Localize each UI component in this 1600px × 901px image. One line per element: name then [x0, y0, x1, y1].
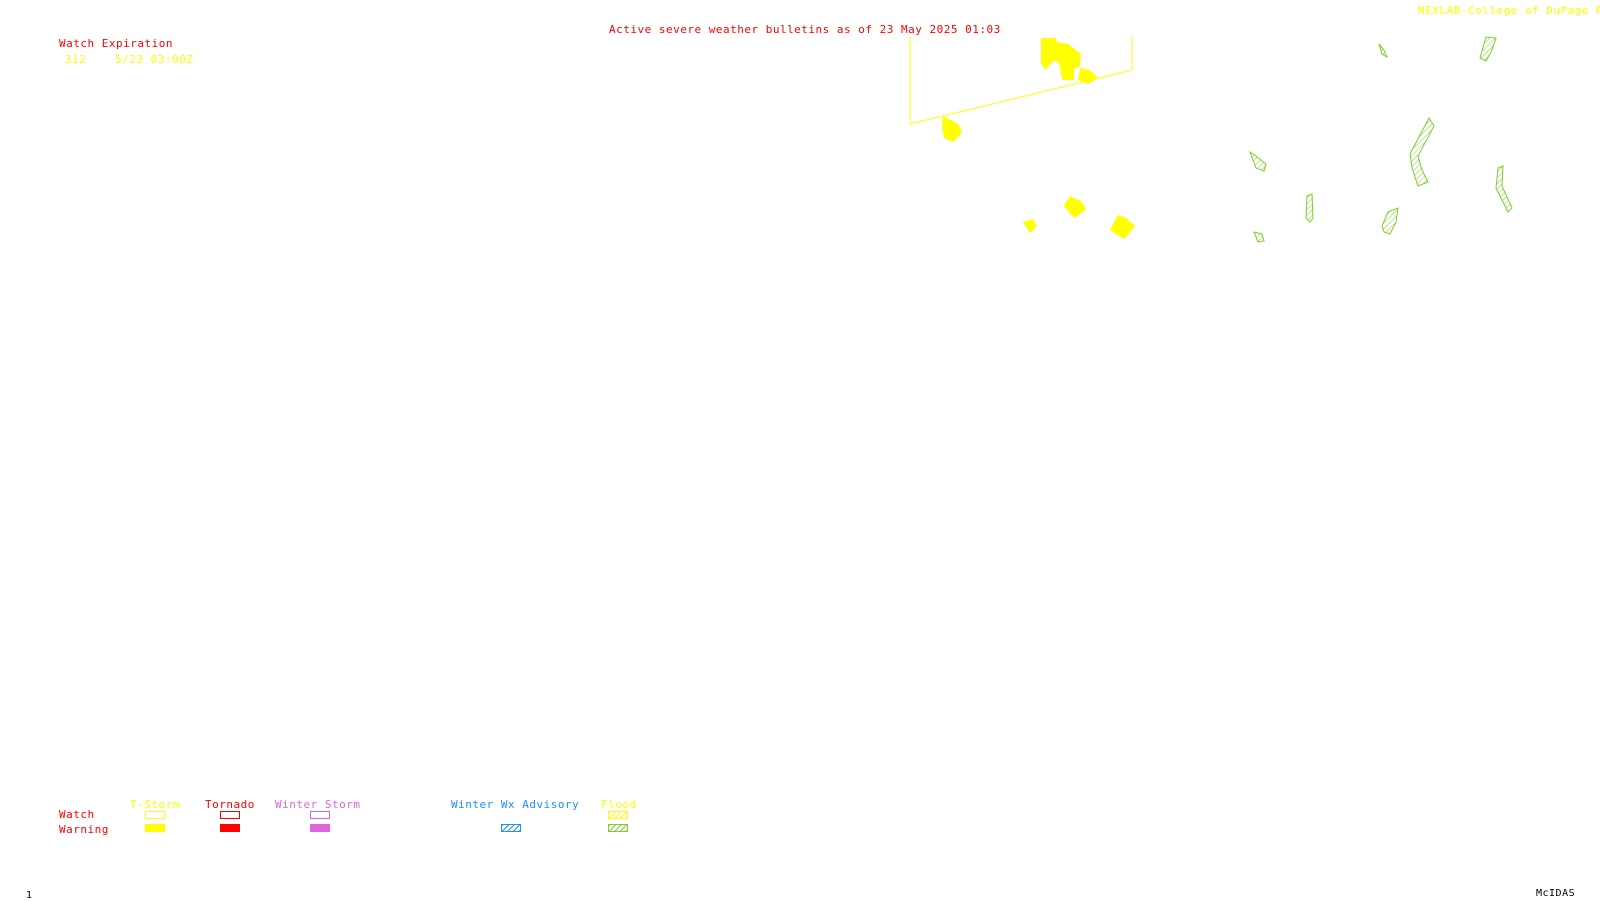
flood-warning-polygon	[1253, 231, 1265, 243]
tstorm-warning-polygon	[942, 116, 962, 142]
tstorm-warning-polygon	[1041, 38, 1056, 70]
legend-tstorm-warning-swatch	[145, 824, 165, 832]
legend-winter-advisory-swatch	[501, 824, 521, 832]
watch-expiration-time: 5/23 03:00Z	[115, 53, 194, 66]
tstorm-warning-polygon	[1078, 68, 1098, 84]
tstorm-warning-polygon	[1056, 42, 1081, 80]
legend-winter-advisory-label: Winter Wx Advisory	[451, 798, 580, 811]
flood-warning-polygon	[1495, 165, 1513, 213]
legend-flood-watch-swatch	[608, 811, 628, 819]
tstorm-warning-polygons	[942, 38, 1135, 239]
watch-number: 312	[65, 53, 87, 66]
flood-warning-polygons	[1248, 36, 1513, 243]
legend-winter-storm-warning-swatch	[310, 824, 330, 832]
legend-flood-label: Flood	[601, 798, 637, 811]
tstorm-warning-polygon	[1110, 215, 1135, 239]
watch-expiration-heading: Watch Expiration	[59, 37, 173, 50]
tstorm-warning-polygon	[1023, 219, 1037, 233]
legend-tornado-label: Tornado	[205, 798, 255, 811]
software-label: McIDAS	[1536, 888, 1576, 899]
legend-flood-warning-swatch	[608, 824, 628, 832]
legend-tornado-watch-swatch	[220, 811, 240, 819]
legend-watch-row-label: Watch	[59, 808, 95, 821]
legend-tstorm-watch-swatch	[145, 811, 165, 819]
tstorm-warning-polygon	[1064, 196, 1086, 218]
flood-warning-polygon	[1248, 150, 1267, 172]
flood-warning-polygon	[1378, 43, 1389, 59]
legend-warning-row-label: Warning	[59, 823, 109, 836]
legend-tstorm-label: T-Storm	[130, 798, 180, 811]
flood-warning-polygon	[1381, 207, 1399, 235]
legend-tornado-warning-swatch	[220, 824, 240, 832]
tstorm-watch-outline	[909, 36, 1133, 125]
flood-warning-polygon	[1305, 193, 1314, 223]
frame-number: 1	[26, 890, 33, 901]
bulletin-title: Active severe weather bulletins as of 23…	[609, 23, 1001, 36]
legend-winter-storm-label: Winter Storm	[275, 798, 361, 811]
flood-warning-polygon	[1409, 116, 1435, 187]
flood-warning-polygon	[1479, 36, 1497, 62]
legend-winter-storm-watch-swatch	[310, 811, 330, 819]
source-credit: NEXLAB-College of DuPage R	[1418, 4, 1600, 17]
